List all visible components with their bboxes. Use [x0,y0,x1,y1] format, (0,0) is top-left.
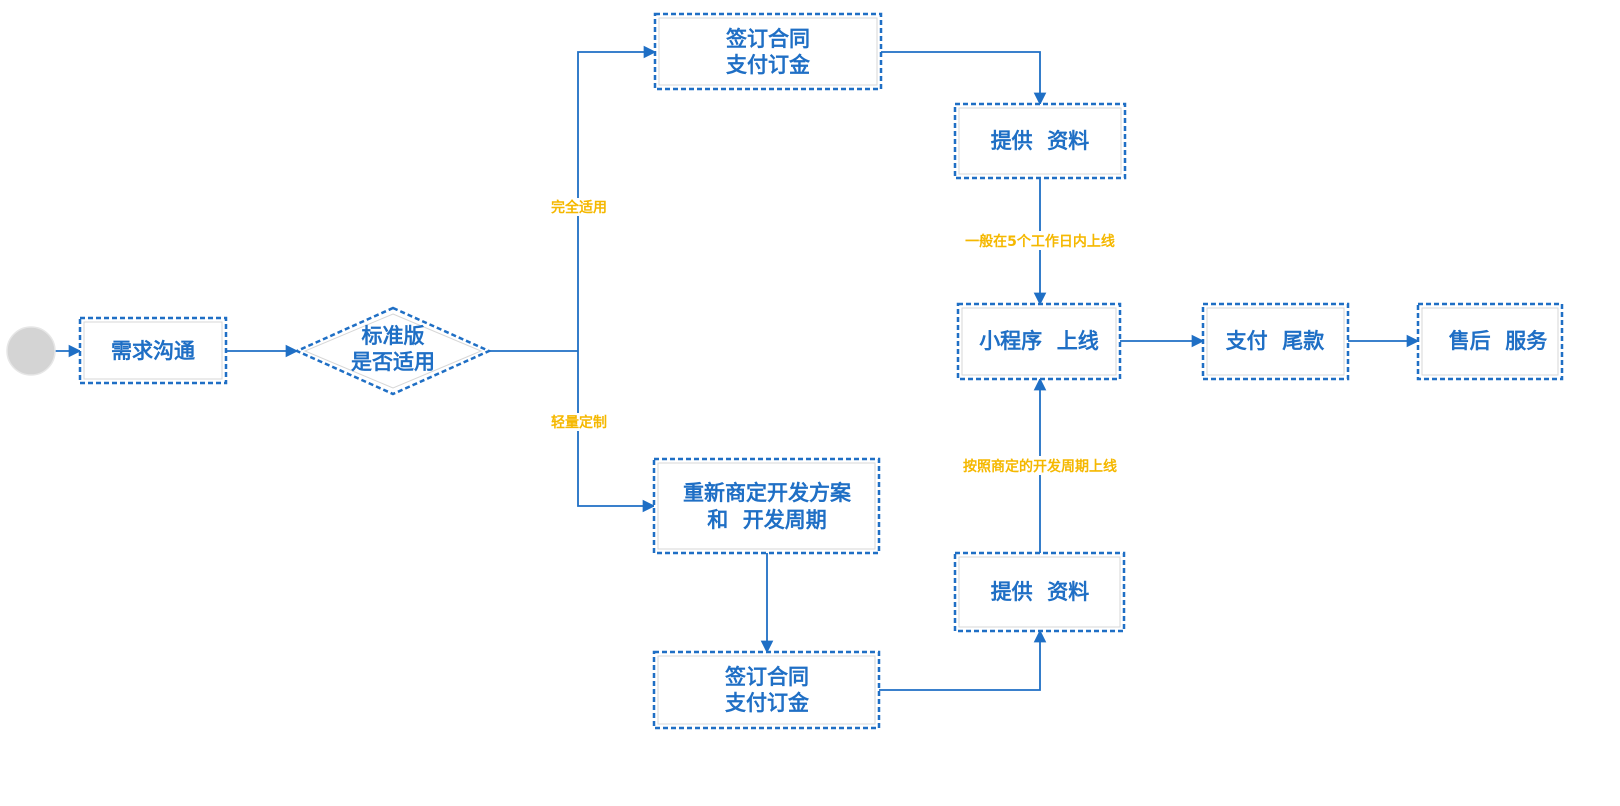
edge-decision-to-replan [577,351,656,513]
edge-decision-to-contract-top [577,45,657,351]
label-agreed-cycle: 按照商定的开发周期上线 [963,458,1117,475]
node-contract-bottom-line1: 签订合同 [724,665,809,689]
edge-contract-top-to-materials-top [881,51,1047,106]
edge-label-light-custom: 轻量定制 [546,413,612,431]
node-final-payment-label: 支付 尾款 [1226,329,1326,353]
node-contract-top-line1: 签订合同 [725,27,810,51]
node-after-sales: 售后 服务 [1416,302,1564,381]
node-decision-line2: 是否适用 [351,350,435,374]
node-requirement: 需求沟通 [78,316,228,385]
node-replan: 重新商定开发方案 和 开发周期 [652,457,881,555]
node-replan-line1: 重新商定开发方案 [683,481,852,505]
node-requirement-label: 需求沟通 [111,339,195,363]
node-contract-bottom-line2: 支付订金 [725,691,810,715]
edge-label-agreed-cycle: 按照商定的开发周期上线 [950,456,1130,475]
edge-contract-bottom-to-materials-bottom [879,629,1047,691]
node-launch: 小程序 上线 [956,302,1122,381]
node-contract-top-line2: 支付订金 [726,53,811,77]
node-after-sales-label: 售后 服务 [1449,329,1549,353]
start-node [6,326,56,376]
node-contract-top: 签订合同 支付订金 [653,12,883,91]
node-materials-bottom-label: 提供 资料 [991,580,1090,604]
label-light-custom: 轻量定制 [551,414,607,431]
edges [54,45,1420,691]
node-launch-label: 小程序 上线 [979,329,1099,353]
edge-label-fully-applicable: 完全适用 [546,198,612,216]
node-contract-bottom: 签订合同 支付订金 [652,650,881,730]
label-fully-applicable: 完全适用 [551,199,607,216]
edge-label-five-days: 一般在5个工作日内上线 [954,231,1126,250]
node-materials-top: 提供 资料 [953,102,1127,180]
node-final-payment: 支付 尾款 [1201,302,1350,381]
node-decision-line1: 标准版 [362,324,425,348]
label-five-days: 一般在5个工作日内上线 [965,233,1115,250]
node-materials-bottom: 提供 资料 [953,551,1126,633]
node-decision: 标准版 是否适用 [293,306,493,396]
node-replan-line2: 和 开发周期 [707,508,827,532]
node-materials-top-label: 提供 资料 [991,129,1090,153]
